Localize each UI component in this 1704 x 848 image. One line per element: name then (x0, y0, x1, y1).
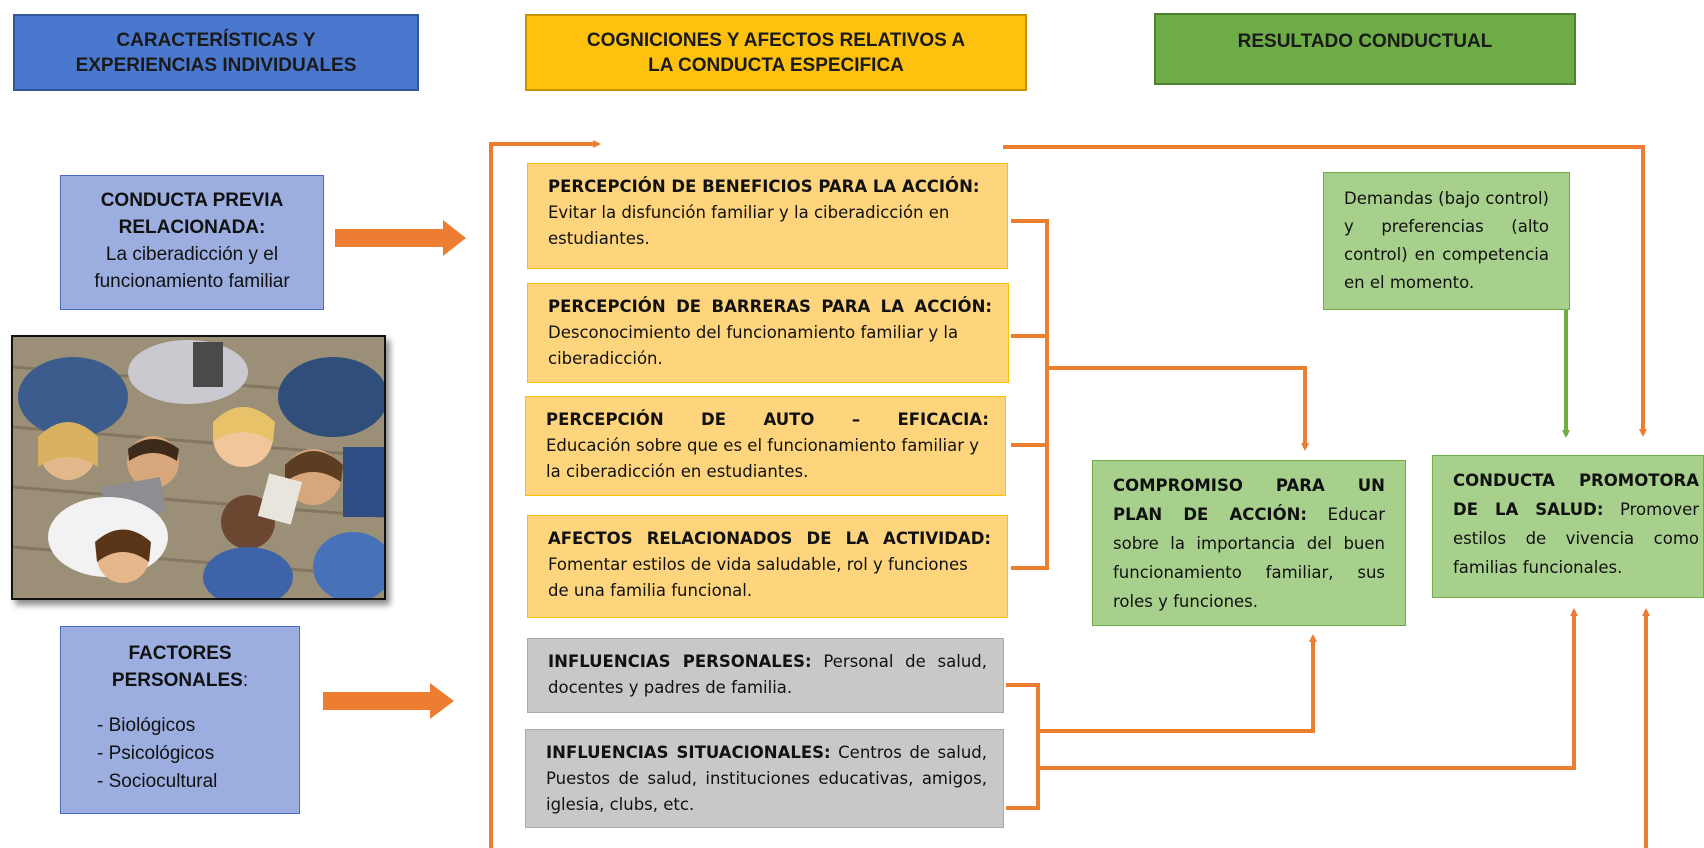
yellow-bracket (1011, 219, 1049, 570)
benefits-text: Evitar la disfunción familiar y la ciber… (548, 203, 950, 248)
affects-title: AFECTOS RELACIONADOS DE LA ACTIVIDAD: (548, 529, 991, 548)
grey-to-commitment (1038, 634, 1317, 733)
previous-behavior-text: La ciberadicción y el funcionamiento fam… (94, 244, 290, 292)
commitment-box: COMPROMISO PARA UN PLAN DE ACCIÓN: Educa… (1092, 460, 1406, 626)
header-result: RESULTADO CONDUCTUAL (1154, 13, 1576, 85)
affects-text: Fomentar estilos de vida saludable, rol … (548, 555, 968, 600)
grey-bracket (1006, 683, 1040, 810)
situational-influences-text: Centros de salud, Puestos de salud, inst… (546, 743, 987, 814)
benefits-title: PERCEPCIÓN DE BENEFICIOS PARA LA ACCIÓN: (548, 177, 980, 196)
commitment-text: Educar sobre la importancia del buen fun… (1113, 505, 1385, 611)
previous-behavior-title: CONDUCTA PREVIA RELACIONADA: (100, 190, 284, 238)
factor-item: - Biológicos (97, 715, 196, 736)
personal-factors-title: FACTORES PERSONALES: (111, 643, 249, 691)
top-line-to-promoting (1003, 145, 1647, 437)
personal-factors-arrow (323, 683, 454, 719)
demands-text: Demandas (bajo control) y preferencias (… (1344, 189, 1549, 292)
self-efficacy-box: PERCEPCIÓN DE AUTO – EFICACIA: Educación… (525, 396, 1006, 496)
situational-influences-box: INFLUENCIAS SITUACIONALES: Centros de sa… (525, 729, 1004, 828)
barriers-text: Desconocimiento del funcionamiento famil… (548, 323, 959, 368)
promoting-behavior-text: Promover estilos de vivencia como famili… (1453, 500, 1700, 577)
affects-box: AFECTOS RELACIONADOS DE LA ACTIVIDAD: Fo… (527, 515, 1008, 618)
self-efficacy-text: Educación sobre que es el funcionamiento… (546, 436, 980, 481)
barriers-box: PERCEPCIÓN DE BARRERAS PARA LA ACCIÓN: D… (527, 283, 1009, 383)
feedback-left-line (489, 140, 601, 848)
situational-influences-title: INFLUENCIAS SITUACIONALES: (546, 743, 831, 762)
students-photo (11, 335, 386, 600)
factor-item: - Sociocultural (97, 771, 218, 792)
promoting-behavior-title: CONDUCTA PROMOTORA DE LA SALUD: (1453, 471, 1699, 519)
commitment-title: COMPROMISO PARA UN PLAN DE ACCIÓN: (1113, 476, 1385, 524)
demands-box: Demandas (bajo control) y preferencias (… (1323, 172, 1570, 310)
previous-behavior-arrow (335, 220, 466, 256)
header-individual: CARACTERÍSTICAS Y EXPERIENCIAS INDIVIDUA… (13, 14, 419, 91)
bracket-to-commitment (1047, 366, 1309, 451)
personal-factors-list: - Biológicos - Psicológicos - Sociocultu… (61, 694, 299, 796)
self-efficacy-title: PERCEPCIÓN DE AUTO – EFICACIA: (546, 410, 989, 429)
personal-influences-text: Personal de salud, docentes y padres de … (548, 652, 987, 697)
barriers-title: PERCEPCIÓN DE BARRERAS PARA LA ACCIÓN: (548, 297, 992, 316)
previous-behavior-box: CONDUCTA PREVIA RELACIONADA: La ciberadi… (60, 175, 324, 310)
benefits-box: PERCEPCIÓN DE BENEFICIOS PARA LA ACCIÓN:… (527, 163, 1008, 269)
factor-item: - Psicológicos (97, 743, 215, 764)
header-cognitions: COGNICIONES Y AFECTOS RELATIVOS A LA CON… (525, 14, 1027, 91)
personal-influences-box: INFLUENCIAS PERSONALES: Personal de salu… (527, 638, 1004, 713)
grey-to-promoting (1038, 608, 1578, 770)
personal-influences-title: INFLUENCIAS PERSONALES: (548, 652, 812, 671)
personal-factors-box: FACTORES PERSONALES: - Biológicos - Psic… (60, 626, 300, 814)
promoting-behavior-box: CONDUCTA PROMOTORA DE LA SALUD: Promover… (1432, 455, 1704, 598)
